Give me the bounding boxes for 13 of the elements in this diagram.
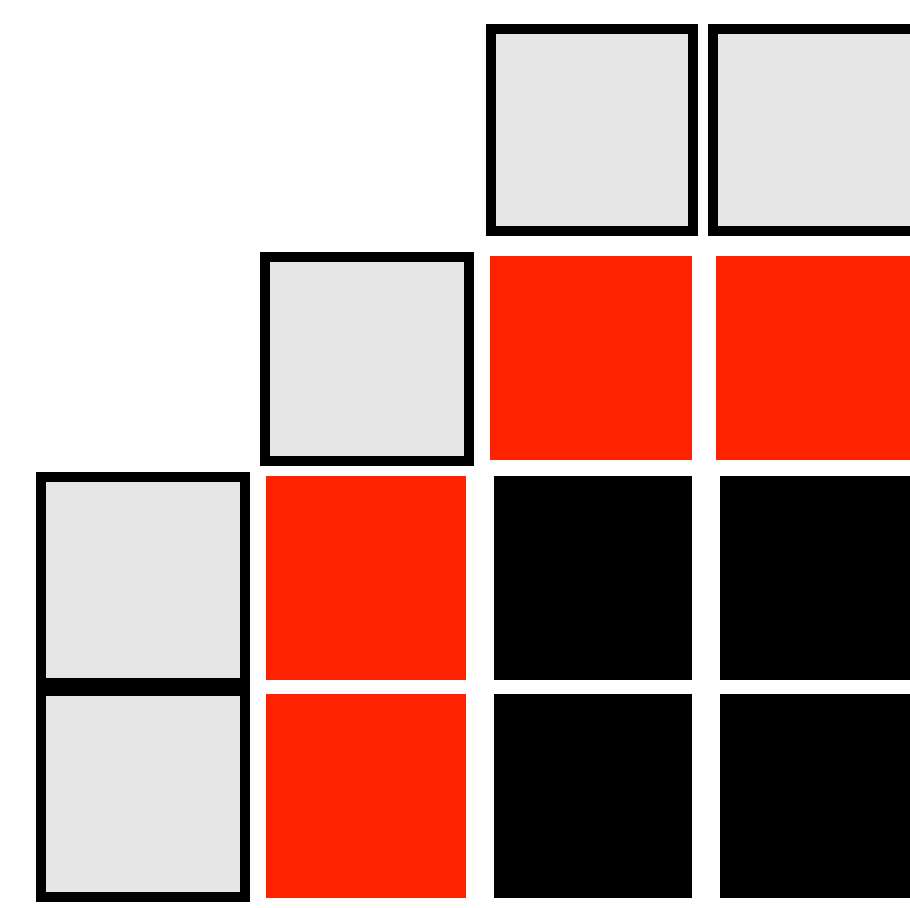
outlined-square [36, 472, 250, 688]
outlined-square [260, 252, 474, 466]
filled-square [720, 694, 910, 898]
outlined-square [486, 24, 698, 236]
filled-square [494, 476, 692, 680]
outlined-square [708, 24, 910, 236]
filled-square [490, 256, 692, 460]
outlined-square [36, 686, 250, 902]
filled-square [266, 694, 466, 898]
filled-square [716, 256, 910, 460]
filled-square [266, 476, 466, 680]
filled-square [494, 694, 692, 898]
filled-square [720, 476, 910, 680]
